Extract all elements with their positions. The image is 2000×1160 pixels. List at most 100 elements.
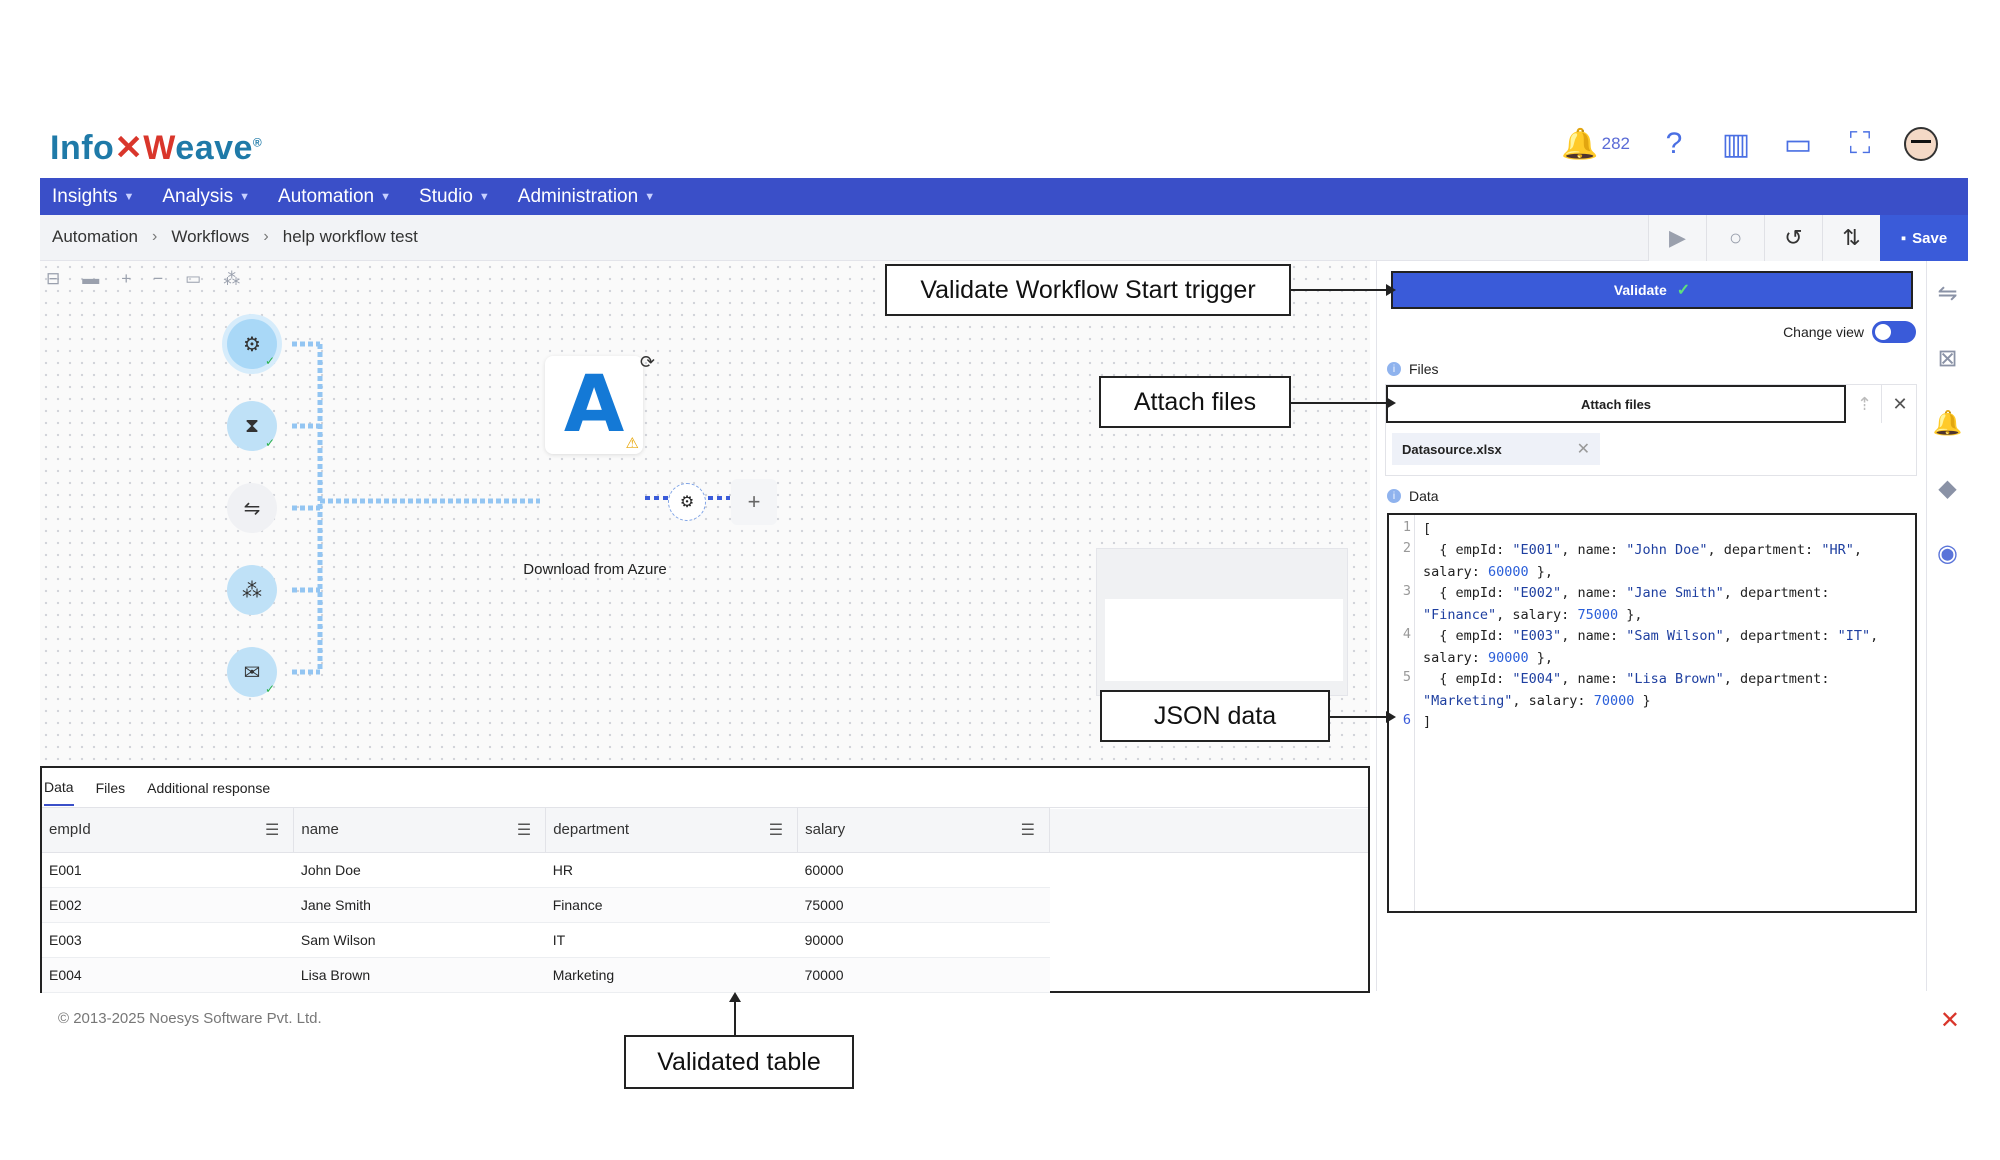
stop-button[interactable]: ○	[1706, 215, 1764, 261]
table-cell: Marketing	[545, 957, 798, 993]
column-menu-icon[interactable]: ☰	[1020, 822, 1035, 839]
minimap-viewport	[1105, 599, 1343, 681]
menu-administration[interactable]: Administration▼	[517, 185, 656, 207]
run-button[interactable]: ▶	[1648, 215, 1706, 261]
hourglass-icon: ⧗	[244, 414, 260, 437]
trigger-node-schedule[interactable]: ⚙✓	[227, 319, 277, 369]
avatar[interactable]	[1904, 127, 1938, 161]
canvas-minimap[interactable]	[1096, 548, 1348, 696]
infoveave-logo[interactable]: Info✕Weave®	[50, 129, 263, 167]
save-icon: ▪	[1900, 229, 1907, 247]
node-label: Download from Azure	[523, 561, 667, 578]
help-icon[interactable]: ?	[1665, 127, 1683, 160]
fullscreen-icon[interactable]: ⛶	[1849, 127, 1871, 160]
bell-icon[interactable]: 🔔	[1560, 127, 1599, 161]
trigger-node-api[interactable]: ⁂	[227, 565, 277, 615]
callout-json: JSON data	[1100, 690, 1330, 742]
variables-icon[interactable]: ⊠	[1937, 345, 1958, 372]
callout-arrow	[1291, 289, 1387, 291]
notifications[interactable]: 🔔 282	[1560, 126, 1630, 162]
fit-view-icon[interactable]: ▭	[185, 269, 202, 288]
save-layout-icon[interactable]: ▬	[82, 269, 100, 288]
trigger-node-email[interactable]: ✉✓	[227, 647, 277, 697]
azure-download-node[interactable]: A ⚠ ⟳	[545, 352, 655, 454]
validation-panel: Validate ✓ Change view i Files Attach fi…	[1376, 261, 1924, 991]
workflow-canvas[interactable]: ⊟ ▬ + − ▭ ⁂ ⚙✓ ⧗✓ ⇋ ⁂ ✉✓ A ⚠ ⟳ Download …	[40, 261, 1370, 766]
workflow-settings-icon[interactable]: ⇋	[1937, 280, 1958, 307]
table-row: E003 Sam Wilson IT 90000	[42, 922, 1050, 958]
footer-logo-icon: ✕	[1939, 1007, 1960, 1034]
settings-node[interactable]: ⚙	[668, 483, 706, 521]
bell-icon[interactable]: 🔔	[1932, 410, 1963, 437]
flow-button[interactable]: ⇅	[1822, 215, 1880, 261]
breadcrumb-bar: Automation › Workflows › help workflow t…	[40, 215, 1968, 261]
column-header[interactable]: name☰	[293, 808, 547, 853]
collapse-icon[interactable]: ⊟	[46, 269, 61, 288]
trigger-node-timer[interactable]: ⧗✓	[227, 401, 277, 451]
callout-attach: Attach files	[1099, 376, 1291, 428]
chevron-right-icon: ›	[263, 228, 269, 245]
chevron-down-icon: ▼	[123, 190, 135, 203]
change-view-toggle[interactable]	[1872, 321, 1916, 343]
table-row: E004 Lisa Brown Marketing 70000	[42, 957, 1050, 993]
validated-table-panel: Data Files Additional response empId☰ na…	[40, 766, 1370, 993]
tab-data[interactable]: Data	[44, 769, 74, 806]
callout-arrow	[1330, 716, 1387, 718]
attach-files-button[interactable]: Attach files	[1386, 385, 1846, 423]
library-icon[interactable]: ▥	[1721, 127, 1751, 161]
code-text: { empId: "E003", name: "Sam Wilson", dep…	[1423, 628, 1887, 666]
json-editor[interactable]: 1 [ 2 { empId: "E001", name: "John Doe",…	[1387, 513, 1917, 913]
add-node-button[interactable]: +	[731, 479, 777, 525]
breadcrumb-workflows[interactable]: Workflows	[171, 227, 250, 246]
menu-analysis[interactable]: Analysis▼	[162, 185, 251, 207]
validate-button[interactable]: Validate ✓	[1391, 271, 1913, 309]
bot-icon[interactable]: ◉	[1937, 540, 1958, 567]
column-menu-icon[interactable]: ☰	[265, 822, 280, 839]
data-section-label: i Data	[1387, 488, 1439, 504]
column-menu-icon[interactable]: ☰	[516, 822, 532, 839]
trigger-node-webhook[interactable]: ⇋	[227, 483, 277, 533]
close-icon[interactable]: ✕	[1892, 393, 1908, 414]
plus-icon: +	[747, 489, 761, 514]
zoom-in-icon[interactable]: +	[121, 269, 132, 288]
chevron-down-icon: ▼	[380, 190, 392, 203]
menu-automation[interactable]: Automation▼	[278, 185, 392, 207]
shapes-icon[interactable]: ◆	[1938, 475, 1957, 502]
tab-additional-response[interactable]: Additional response	[147, 780, 271, 796]
upload-icon[interactable]: ⇡	[1848, 385, 1882, 423]
breadcrumb-automation[interactable]: Automation	[52, 227, 138, 246]
check-icon: ✓	[264, 354, 275, 368]
file-chip: Datasource.xlsx ✕	[1392, 433, 1600, 465]
save-button[interactable]: ▪Save	[1880, 215, 1968, 261]
auto-layout-icon[interactable]: ⁂	[223, 269, 241, 288]
check-icon: ✓	[264, 682, 275, 696]
info-icon: i	[1387, 362, 1401, 376]
footer-copyright: © 2013-2025 Noesys Software Pvt. Ltd.	[58, 1010, 322, 1027]
right-sidebar: ⇋ ⊠ 🔔 ◆ ◉	[1926, 261, 1968, 991]
gears-icon: ⚙	[679, 494, 695, 511]
history-icon: ↺	[1784, 225, 1803, 250]
zoom-out-icon[interactable]: −	[153, 269, 164, 288]
arrow-head	[1386, 711, 1396, 723]
remove-file-icon[interactable]: ✕	[1576, 441, 1590, 458]
column-header[interactable]: empId☰	[42, 808, 295, 853]
column-menu-icon[interactable]: ☰	[768, 822, 784, 839]
refresh-icon[interactable]: ⟳	[639, 352, 655, 372]
code-text: ]	[1423, 714, 1432, 730]
tab-files[interactable]: Files	[95, 780, 126, 796]
column-header[interactable]: department☰	[545, 808, 799, 853]
callout-validate: Validate Workflow Start trigger	[885, 264, 1291, 316]
table-cell: 90000	[797, 922, 1050, 958]
history-button[interactable]: ↺	[1764, 215, 1822, 261]
network-icon: ⁂	[242, 579, 262, 602]
menu-insights[interactable]: Insights▼	[52, 185, 135, 207]
workflow-toolbar: ▶ ○ ↺ ⇅ ▪Save	[1648, 215, 1968, 261]
monitor-icon[interactable]: ▭	[1783, 127, 1813, 161]
table-cell: HR	[545, 852, 798, 888]
menu-studio[interactable]: Studio▼	[419, 185, 490, 207]
table-header-row: empId☰ name☰ department☰ salary☰	[42, 808, 1050, 853]
table-cell: E001	[42, 852, 294, 888]
column-header[interactable]: salary☰	[797, 808, 1050, 853]
files-box: Attach files ⇡ ✕ Datasource.xlsx ✕	[1385, 384, 1917, 476]
table-cell: IT	[545, 922, 798, 958]
